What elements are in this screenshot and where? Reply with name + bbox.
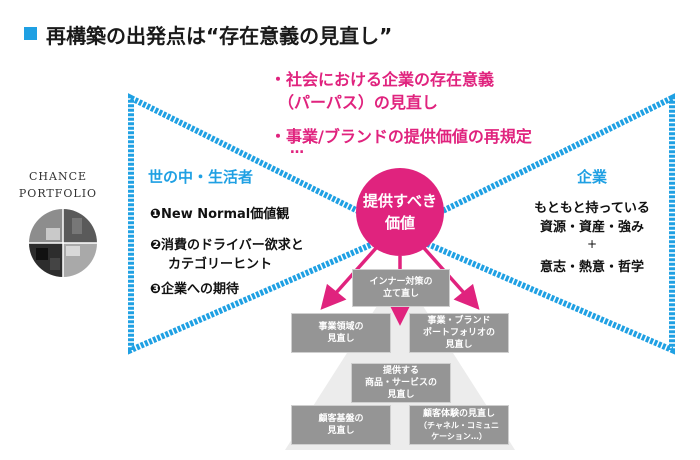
right-line-3: 意志・熱意・哲学 [539,260,644,275]
title-marker [24,27,37,40]
right-line-2: 資源・資産・強み [539,220,644,235]
left-item-2: ❷消費のドライバー欲求と [150,238,304,253]
box-inner-measures: インナー対策の 立て直し [352,269,450,307]
box-products-services: 提供する 商品・サービスの 見直し [351,363,451,403]
page-title: 再構築の出発点は“存在意義の見直し” [46,24,393,48]
logo-line-1: CHANCE [28,170,88,183]
box-brand-portfolio: 事業・ブランド ポートフォリオの 見直し [409,313,509,353]
box-customer-experience: 顧客体験の見直し （チャネル・コミュニ ケーション…） [409,405,509,445]
core-value-line-1: 提供すべき [363,192,437,210]
box-base-line-2: 見直し [327,426,355,436]
purpose-bullet-1: ・社会における企業の存在意義 [270,70,495,89]
right-plus: + [586,237,598,251]
box-base-line-1: 顧客基盤の [318,414,364,424]
purpose-bullet-2: ・事業/ブランドの提供価値の再規定 [270,127,532,146]
core-value-line-2: 価値 [384,214,415,232]
box-offer-line-2: 商品・サービスの [364,378,437,388]
bowtie-right-wing [392,93,675,355]
logo-line-2: PORTFOLIO [18,187,98,200]
box-portfolio-line-1: 事業・ブランド [427,316,491,326]
box-cx-line-3: ケーション…） [431,432,487,441]
box-domain-line-2: 見直し [327,334,355,344]
box-offer-line-1: 提供する [382,366,419,376]
box-portfolio-line-2: ポートフォリオの [422,328,495,338]
logo-text: CHANCE PORTFOLIO [15,168,101,202]
right-line-1: もともと持っている [534,201,650,216]
bowtie-left-wing [128,93,408,355]
chance-portfolio-logo-icon [29,209,97,277]
box-domain-line-1: 事業領域の [318,322,364,332]
box-inner-line-2: 立て直し [382,289,419,299]
purpose-ellipsis: … [290,141,304,157]
left-item-3: ❸企業への期待 [150,282,240,297]
purpose-bullet-1-cont: （パーパス）の見直し [278,93,438,112]
box-offer-line-3: 見直し [387,390,415,400]
box-business-domain: 事業領域の 見直し [291,313,391,353]
core-value-circle: 提供すべき 価値 [356,168,444,256]
left-item-2-cont: カテゴリーヒント [168,257,273,272]
left-heading: 世の中・生活者 [148,168,254,186]
right-heading: 企業 [577,168,608,186]
box-cx-line-2: （チャネル・コミュニ [419,421,499,430]
box-inner-line-1: インナー対策の [369,277,433,287]
box-cx-line-1: 顧客体験の見直し [422,409,495,419]
box-customer-base: 顧客基盤の 見直し [291,405,391,445]
box-portfolio-line-3: 見直し [445,340,473,350]
left-item-1: ❶New Normal価値観 [150,207,290,222]
